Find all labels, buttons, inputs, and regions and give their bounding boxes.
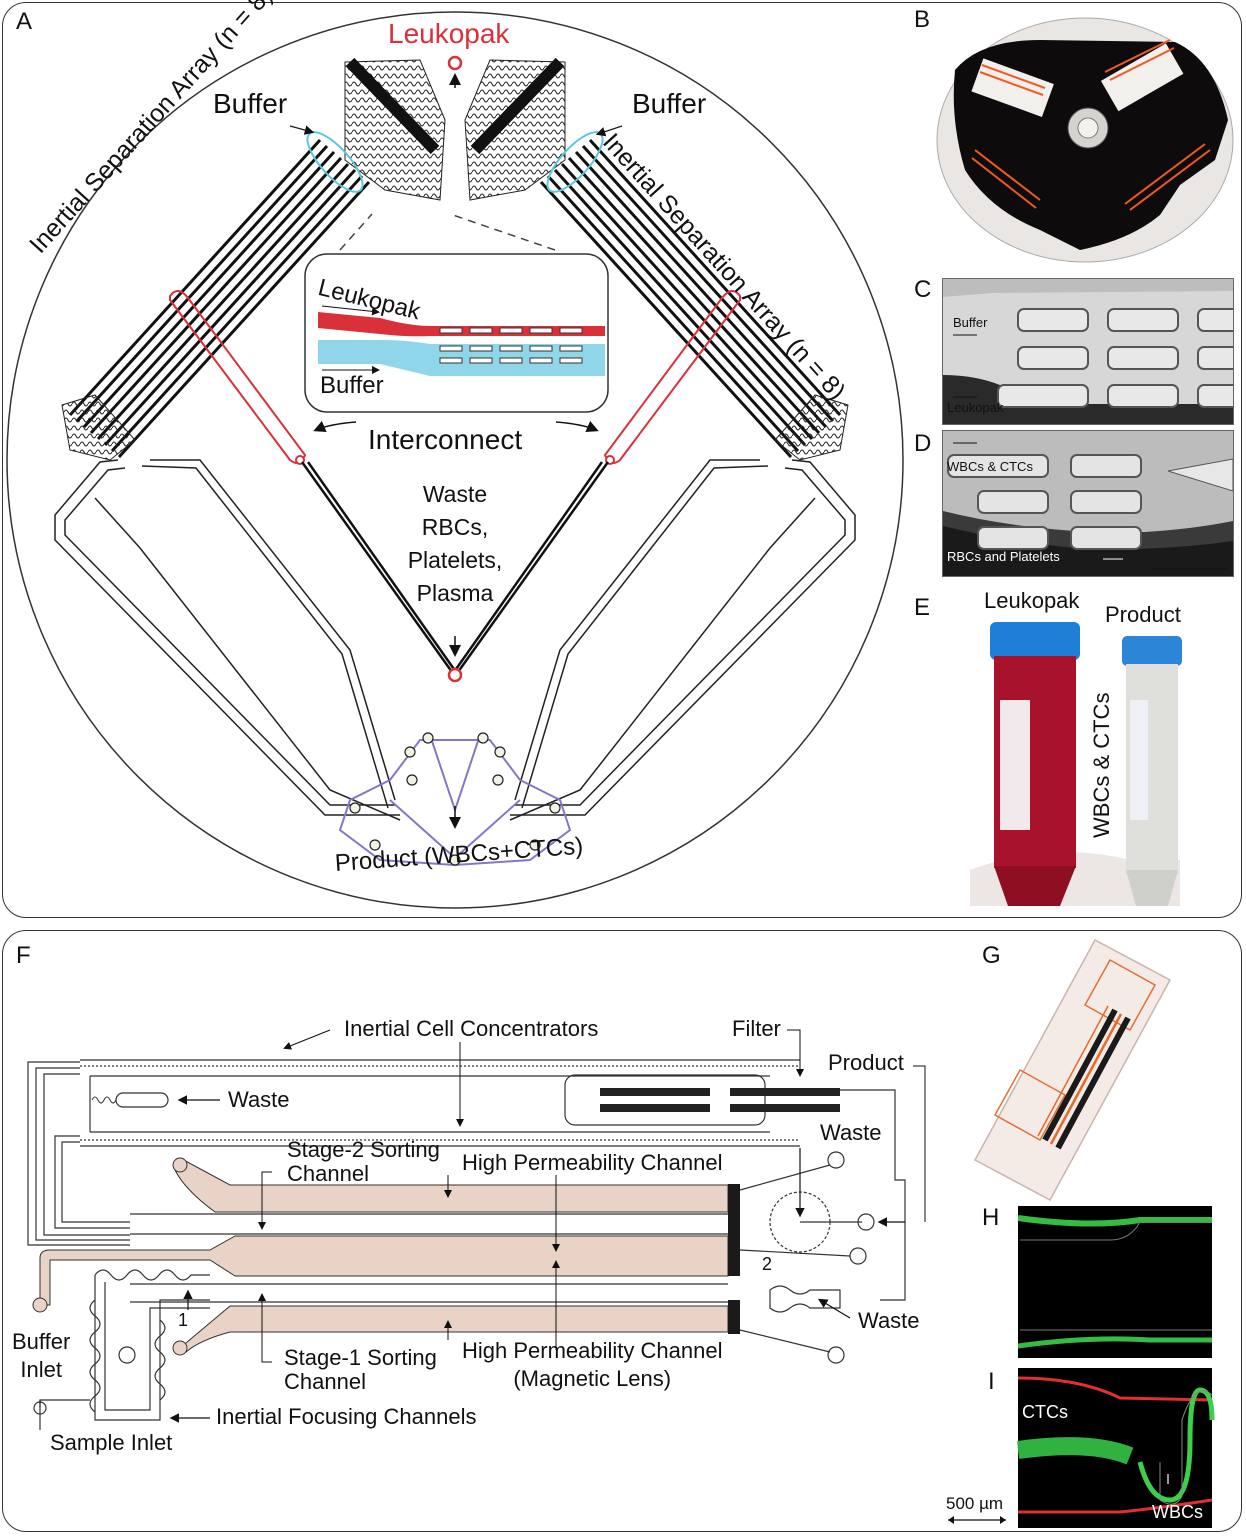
panel-d-rbcs-label: RBCs and Platelets bbox=[947, 549, 1060, 564]
leukopak-label: Leukopak bbox=[388, 18, 510, 49]
scale-bar-label: 500 µm bbox=[946, 1494, 1004, 1513]
panel-label-i: I bbox=[988, 1368, 995, 1395]
focusing-label: Inertial Focusing Channels bbox=[216, 1404, 477, 1429]
product-ports bbox=[349, 732, 561, 866]
inset-buffer-label: Buffer bbox=[320, 372, 384, 399]
waste-label-line: Waste bbox=[422, 481, 488, 507]
panel-c-micrograph: Buffer Leukopak bbox=[942, 278, 1234, 425]
buffer-inlet-line: Inlet bbox=[20, 1357, 62, 1382]
panel-label-h: H bbox=[982, 1204, 1000, 1231]
left-interconnect bbox=[169, 290, 307, 465]
stage-number-1: 1 bbox=[178, 1310, 189, 1330]
buffer-inlet-label: Buffer Inlet bbox=[12, 1328, 70, 1384]
panel-i-wbcs-label: WBCs bbox=[1152, 1502, 1203, 1522]
waste-label-line: RBCs, bbox=[421, 514, 489, 540]
stage2-label: Stage-2 Sorting Channel bbox=[287, 1138, 440, 1186]
panel-label-b: B bbox=[914, 6, 931, 33]
buffer-inlet-line: Buffer bbox=[12, 1329, 71, 1354]
panel-label-g: G bbox=[982, 942, 1001, 969]
left-return-channels bbox=[54, 459, 401, 821]
stage2-label-line: Channel bbox=[287, 1161, 369, 1186]
right-separation-array bbox=[539, 138, 842, 459]
right-interconnect bbox=[603, 290, 741, 465]
panel-c-channels bbox=[943, 279, 1233, 424]
waste-label-f-bottom: Waste bbox=[858, 1308, 920, 1333]
filter-label: Filter bbox=[732, 1016, 781, 1041]
high-perm-mag-line: High Permeability Channel bbox=[462, 1338, 723, 1363]
panel-label-a: A bbox=[16, 8, 33, 35]
interconnect-label: Interconnect bbox=[368, 424, 523, 455]
sample-inlet-label: Sample Inlet bbox=[50, 1430, 173, 1455]
right-return-channels bbox=[509, 459, 856, 821]
waste-label-f-top: Waste bbox=[820, 1120, 882, 1145]
stage2-label-line: Stage-2 Sorting bbox=[287, 1137, 440, 1162]
leukopak-inlet-port bbox=[447, 55, 463, 71]
panel-d-micrograph: WBCs & CTCs RBCs and Platelets bbox=[942, 430, 1234, 577]
waste-label-line: Platelets, bbox=[407, 547, 503, 573]
waste-label-block: Waste RBCs, Platelets, Plasma bbox=[405, 478, 505, 610]
stage-number-2: 2 bbox=[762, 1254, 773, 1274]
waste-outlet-port bbox=[447, 667, 463, 683]
panel-label-e: E bbox=[914, 594, 931, 621]
buffer-right-label: Buffer bbox=[632, 88, 707, 119]
waste-lines bbox=[300, 461, 610, 673]
stage1-label: Stage-1 Sorting Channel bbox=[284, 1346, 437, 1394]
panel-e-product-label: Product bbox=[1105, 602, 1181, 627]
panel-c-buffer-label: Buffer bbox=[953, 315, 988, 330]
product-label-f: Product bbox=[828, 1050, 904, 1075]
stage1-label-line: Channel bbox=[284, 1369, 366, 1394]
panel-d-wbcs-label: WBCs & CTCs bbox=[947, 459, 1033, 474]
high-perm-mag-label: High Permeability Channel (Magnetic Lens… bbox=[462, 1337, 722, 1393]
chip-disc-outline bbox=[6, 11, 904, 909]
panel-c-leukopak-label: Leukopak bbox=[947, 400, 1004, 415]
panel-d-channels bbox=[943, 442, 1233, 576]
waste-label-f-left: Waste bbox=[228, 1087, 290, 1112]
panel-e-vertical-label: WBCs & CTCs bbox=[1089, 692, 1114, 838]
panel-label-c: C bbox=[914, 276, 932, 303]
buffer-left-label: Buffer bbox=[213, 88, 288, 119]
high-perm-mag-line: (Magnetic Lens) bbox=[513, 1366, 672, 1391]
waste-label-line: Plasma bbox=[416, 580, 494, 606]
leukopak-distribution-network bbox=[344, 57, 566, 201]
concentrators-label: Inertial Cell Concentrators bbox=[344, 1016, 599, 1041]
panel-label-f: F bbox=[16, 942, 31, 969]
panel-label-d: D bbox=[914, 430, 932, 457]
panel-i-ctcs-label: CTCs bbox=[1022, 1402, 1068, 1422]
left-separation-array bbox=[68, 138, 371, 459]
high-perm-label: High Permeability Channel bbox=[462, 1150, 723, 1175]
panel-e-leukopak-label: Leukopak bbox=[984, 588, 1080, 613]
stage1-label-line: Stage-1 Sorting bbox=[284, 1345, 437, 1370]
